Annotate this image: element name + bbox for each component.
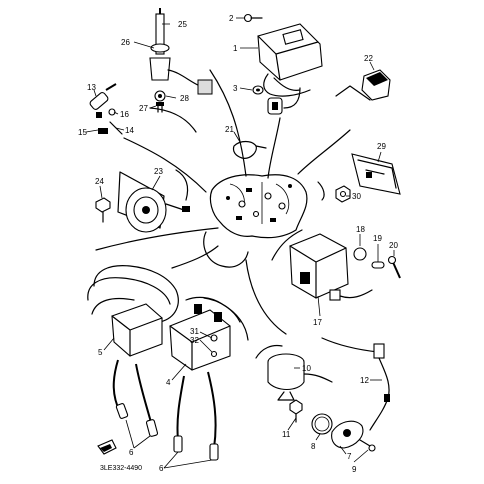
label-8: 8 (311, 442, 316, 451)
label-16: 16 (120, 110, 129, 119)
clamp-21 (232, 140, 267, 159)
label-13: 13 (87, 83, 96, 92)
label-23: 23 (154, 167, 163, 176)
nut-30 (335, 185, 351, 203)
label-28: 28 (180, 94, 189, 103)
label-22: 22 (364, 54, 373, 63)
sender-assembly (149, 8, 213, 113)
label-11: 11 (282, 430, 291, 439)
ignition-coils (87, 265, 249, 461)
rectifier-29 (351, 153, 401, 195)
relay-22 (361, 69, 391, 101)
front-arrow-icon (97, 439, 117, 455)
switch-assembly (311, 343, 390, 452)
label-9: 9 (352, 465, 357, 474)
label-1: 1 (233, 44, 238, 53)
label-4: 4 (166, 378, 171, 387)
label-2: 2 (229, 14, 234, 23)
label-6a: 6 (129, 448, 134, 457)
leader-lines (95, 69, 379, 359)
label-27: 27 (139, 104, 148, 113)
diagram-code: 3LE332-4490 (100, 465, 142, 472)
horn-assembly (95, 171, 190, 233)
part-labels: 1 2 3 4 5 6 6 7 8 9 10 11 12 13 14 15 16… (78, 14, 398, 474)
frame-assembly (203, 174, 308, 268)
grommet-3 (252, 85, 264, 95)
label-6b: 6 (159, 464, 164, 473)
label-7: 7 (347, 452, 352, 461)
callout-lines (85, 17, 395, 469)
label-5: 5 (98, 348, 103, 357)
label-32: 32 (190, 336, 199, 345)
label-24: 24 (95, 177, 104, 186)
pickup-assembly (267, 353, 333, 423)
label-21: 21 (225, 125, 234, 134)
cdi-unit (257, 23, 323, 115)
label-12: 12 (360, 376, 369, 385)
label-26: 26 (121, 38, 130, 47)
label-3: 3 (233, 84, 238, 93)
label-25: 25 (178, 20, 187, 29)
fasteners-31-32 (210, 334, 218, 358)
label-29: 29 (377, 142, 386, 151)
label-10: 10 (302, 364, 311, 373)
label-18: 18 (356, 225, 365, 234)
label-19: 19 (373, 234, 382, 243)
label-30: 30 (352, 192, 361, 201)
label-20: 20 (389, 241, 398, 250)
label-15: 15 (78, 128, 87, 137)
starter-relay-assembly (289, 233, 401, 301)
label-14: 14 (125, 126, 134, 135)
label-17: 17 (313, 318, 322, 327)
label-31: 31 (190, 327, 199, 336)
bolt-2 (243, 13, 263, 23)
sensor-assembly (89, 83, 123, 135)
